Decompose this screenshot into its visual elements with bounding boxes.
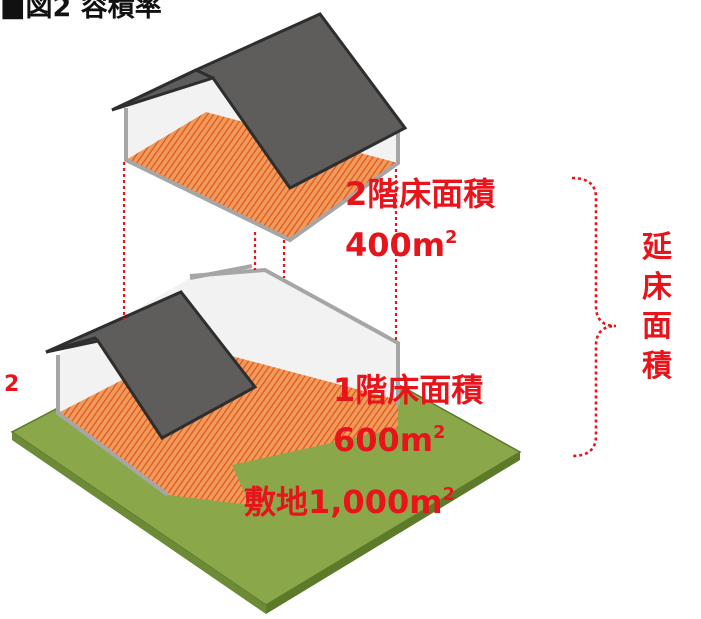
second-floor-area-label: 2階床面積 bbox=[345, 175, 496, 213]
second-floor-area bbox=[126, 112, 398, 240]
site-ground-edge-right bbox=[266, 452, 520, 614]
total-floor-area-label: 延床面積 bbox=[642, 230, 672, 384]
first-floor-area-label: 1階床面積 bbox=[333, 371, 484, 409]
second-floor-area-value: 400m2 bbox=[345, 226, 458, 264]
projection-lines bbox=[122, 162, 398, 340]
first-floor-building bbox=[45, 264, 400, 505]
total-floor-area-bracket bbox=[571, 176, 617, 458]
second-floor-building bbox=[111, 12, 408, 243]
site-area-label: 敷地1,000m2 bbox=[244, 483, 455, 521]
figure-title: ■図2 容積率 bbox=[0, 0, 162, 23]
cut-off-superscript: 2 bbox=[4, 372, 20, 397]
first-floor-area-value: 600m2 bbox=[333, 421, 446, 459]
site-ground-edge bbox=[12, 432, 266, 614]
